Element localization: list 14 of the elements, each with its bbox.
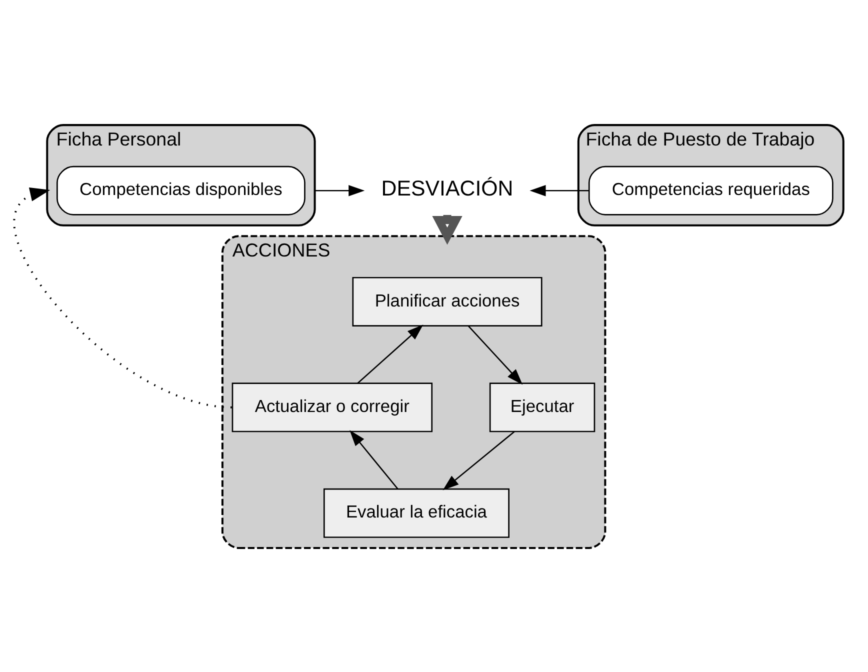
node-box: Competencias requeridas: [588, 165, 834, 215]
arrow: [442, 430, 515, 490]
node-box: Competencias disponibles: [56, 165, 306, 215]
arrow: [350, 430, 398, 489]
arrow: [14, 187, 232, 408]
node-box: Ejecutar: [489, 382, 596, 432]
arrow: [468, 324, 523, 384]
node-box: Planificar acciones: [352, 276, 542, 326]
node-text: DESVIACIÓN: [381, 176, 514, 200]
arrow: [530, 184, 590, 196]
arrow: [357, 324, 424, 384]
node-box: Actualizar o corregir: [232, 382, 433, 432]
node-box: Evaluar la eficacia: [323, 488, 510, 538]
arrow: [314, 184, 365, 196]
